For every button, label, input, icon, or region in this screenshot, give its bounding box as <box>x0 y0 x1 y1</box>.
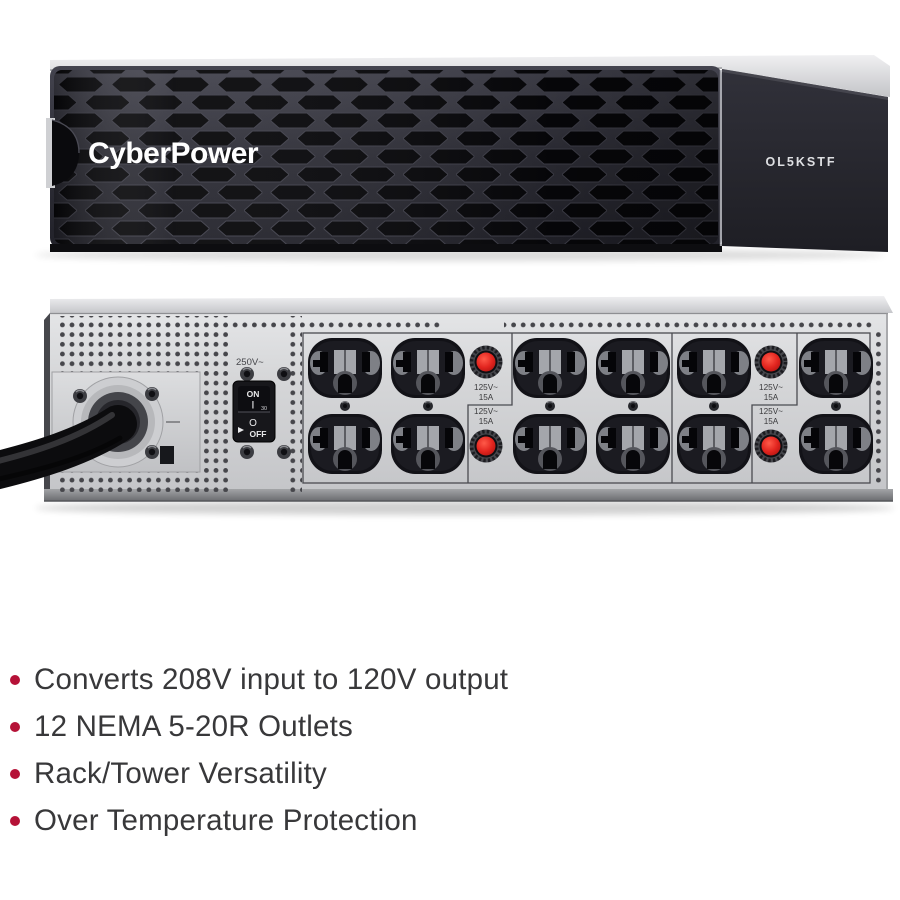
outlet-receptacle <box>676 337 752 399</box>
brand-part1: Cyber <box>88 137 171 170</box>
outlet-receptacle <box>390 413 466 475</box>
outlet-receptacle <box>798 413 874 475</box>
bullet-icon <box>10 721 20 732</box>
breaker-button <box>467 343 505 381</box>
outlet-receptacle <box>798 337 874 399</box>
feature-text: 12 NEMA 5-20R Outlets <box>34 709 354 743</box>
outlet-receptacle <box>307 337 383 399</box>
input-switch-block: 250V~ ON | 30 O OFF <box>232 357 292 460</box>
bezel-notch <box>46 118 80 188</box>
outlet-receptacle <box>307 413 383 475</box>
rear-bottom-lip <box>44 489 893 501</box>
switch-off-label: OFF <box>250 429 267 439</box>
brand-logo: CyberPower <box>88 137 259 170</box>
breaker-current-label: 15A <box>764 393 779 402</box>
switch-rating-label: 30 <box>261 406 267 412</box>
breaker-button <box>467 427 505 465</box>
rear-shadow <box>35 501 895 515</box>
breaker-current-label: 15A <box>764 417 779 426</box>
outlet-receptacle <box>512 337 588 399</box>
bullet-icon <box>10 815 20 826</box>
breaker-voltage-label: 125V~ <box>759 407 783 416</box>
bullet-icon <box>10 768 20 779</box>
breaker-button <box>752 427 790 465</box>
feature-list: Converts 208V input to 120V output 12 NE… <box>6 656 508 844</box>
feature-item: Converts 208V input to 120V output <box>6 656 508 703</box>
breaker-voltage-label: 125V~ <box>474 407 498 416</box>
front-mesh-bezel <box>50 66 723 252</box>
power-switch: ON | 30 O OFF <box>232 380 276 443</box>
breaker-current-label: 15A <box>479 393 494 402</box>
outlet-receptacle <box>676 413 752 475</box>
outlet-receptacle <box>512 413 588 475</box>
product-photo: CyberPower OL5KSTF <box>0 55 895 515</box>
power-cord <box>0 405 137 490</box>
feature-item: 12 NEMA 5-20R Outlets <box>6 703 508 750</box>
circuit-breakers: 125V~ 15A 125V~ 15A 125V~ 15A 125V~ 15A <box>467 343 790 465</box>
brand-part2: Power <box>171 137 259 170</box>
switch-on-label: ON <box>247 389 260 399</box>
feature-item: Over Temperature Protection <box>6 797 508 844</box>
model-label: OL5KSTF <box>766 155 837 169</box>
outlet-bank-borders <box>302 332 871 484</box>
breaker-voltage-label: 125V~ <box>759 383 783 392</box>
feature-item: Rack/Tower Versatility <box>6 750 508 797</box>
outlet-receptacle <box>595 337 671 399</box>
front-right-panel: OL5KSTF <box>722 69 888 252</box>
rear-view: 250V~ ON | 30 O OFF <box>0 296 895 515</box>
breaker-current-label: 15A <box>479 417 494 426</box>
honeycomb-vent <box>54 70 718 244</box>
feature-text: Over Temperature Protection <box>34 803 418 837</box>
breaker-button <box>752 343 790 381</box>
outlet-receptacle <box>595 413 671 475</box>
front-view: CyberPower OL5KSTF <box>35 55 890 261</box>
off-pointer-icon <box>238 427 244 433</box>
bullet-icon <box>10 674 20 685</box>
input-voltage-label: 250V~ <box>236 357 264 368</box>
chassis-top-face <box>50 55 890 97</box>
outlet-receptacle <box>390 337 466 399</box>
rear-top-face <box>50 296 893 314</box>
feature-text: Rack/Tower Versatility <box>34 756 327 790</box>
feature-text: Converts 208V input to 120V output <box>34 662 509 696</box>
switch-bar-glyph: | <box>252 399 254 409</box>
breaker-voltage-label: 125V~ <box>474 383 498 392</box>
switch-standby-glyph: O <box>249 418 257 429</box>
